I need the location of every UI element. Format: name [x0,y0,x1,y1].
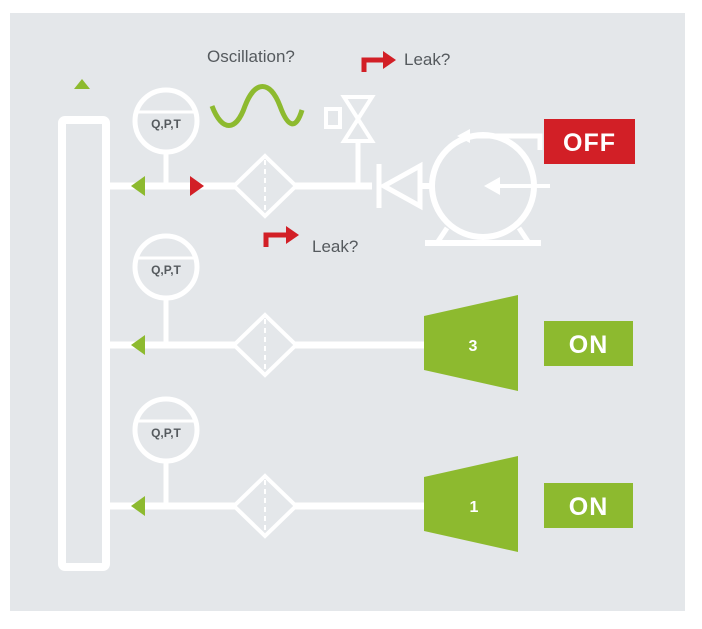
oscillation-wave-icon [209,84,305,128]
check-valve-icon [376,161,432,211]
reverse-flow-arrow-icon [190,176,204,196]
flow-arrow-icon [131,496,145,516]
gauge-label: Q,P,T [151,117,181,131]
gauge-icon [132,396,200,506]
gauge-label: Q,P,T [151,263,181,277]
compressor-1-status-badge [544,483,633,528]
flow-arrow-icon [131,176,145,196]
leak-arrow-icon [263,232,287,247]
gauge-label: Q,P,T [151,426,181,440]
oscillation-label: Oscillation? [207,47,295,66]
leak-label-middle: Leak? [312,237,358,256]
compressor-3-number: 3 [469,338,478,355]
filter-icon [231,312,299,378]
header-outlet-arrow-icon [74,79,90,89]
compressor-3-status-text: ON [569,331,609,359]
compressor-1-icon [424,456,518,552]
filter-icon [231,153,299,219]
compressor-3-icon [424,295,518,391]
leak-arrow-icon [361,57,384,72]
pump-direction-arrow-icon [457,129,470,143]
gauge-icon [132,233,200,345]
compressor-3-status-badge [544,321,633,366]
compressor-1-status-text: ON [569,493,609,521]
leak-arrowhead-icon [383,51,396,69]
leak-label-top: Leak? [404,50,450,69]
pump-icon [425,132,550,246]
pump-status-badge [544,119,635,164]
flow-arrow-icon [131,335,145,355]
gauge-icon [132,87,200,186]
compressor-1-number: 1 [470,499,479,516]
filter-icon [231,473,299,539]
air-receiver-header [58,116,110,571]
leak-arrowhead-icon [286,226,299,244]
safety-valve-icon [324,95,376,186]
pump-status-text: OFF [563,129,616,157]
